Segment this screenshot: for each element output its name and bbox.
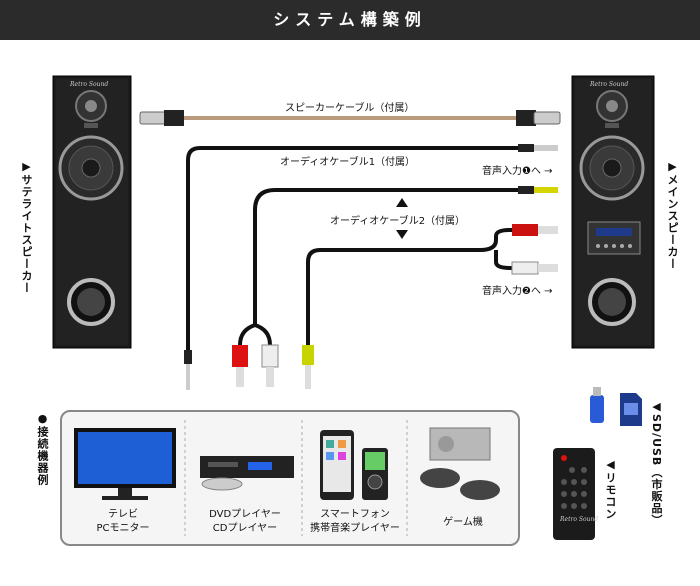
page-title: システム構築例 [273,10,427,29]
audio-cable-2-label: オーディオケーブル2（付属） [330,216,466,227]
tv-label: テレビ PCモニター [96,509,150,534]
remote-control [553,448,595,540]
smartphone-icon [320,430,354,500]
satellite-speaker [52,75,132,349]
usb-drive-icon [590,387,604,423]
audio-cable-1-label: オーディオケーブル1（付属） [280,157,416,168]
satellite-speaker-label: ▶サテライトスピーカー [20,160,33,294]
main-brand: Retro Sound [590,81,629,88]
speaker-cable-label: スピーカーケーブル（付属） [285,103,415,114]
input-1-label: 音声入力❶へ → [482,166,553,177]
main-speaker-label: ▶メインスピーカー [666,160,679,270]
input-2-label: 音声入力❷へ → [482,286,553,297]
devices-panel: テレビ PCモニター DVDプレイヤー CDプレイヤー スマートフォン 携帯音楽… [60,410,520,546]
down-arrow-icon [396,230,408,239]
remote-label: ◀リモコン [604,458,617,520]
speaker-cable [139,110,561,126]
audio-cable-2 [302,224,558,389]
main-speaker [571,75,655,349]
tv-icon [74,428,176,500]
game-console-icon [420,427,500,500]
rca-split-cable [232,186,558,387]
music-player-icon [362,448,388,500]
audio-cable-1 [184,144,558,390]
header-bar: システム構築例 [0,0,700,40]
satellite-brand: Retro Sound [70,81,109,88]
sd-usb-label: ◀SD/USB（市販品） [650,400,663,527]
remote-brand: Retro Sound [560,516,599,523]
dvd-label: DVDプレイヤー CDプレイヤー [209,509,281,534]
up-arrow-icon [396,198,408,207]
game-label: ゲーム機 [443,517,483,528]
device-section-label: ●接続機器例 [36,412,49,486]
devices-art [74,420,500,536]
sd-card-icon [620,393,642,426]
phone-label: スマートフォン 携帯音楽プレイヤー [310,509,400,534]
dvd-player-icon [200,456,294,491]
